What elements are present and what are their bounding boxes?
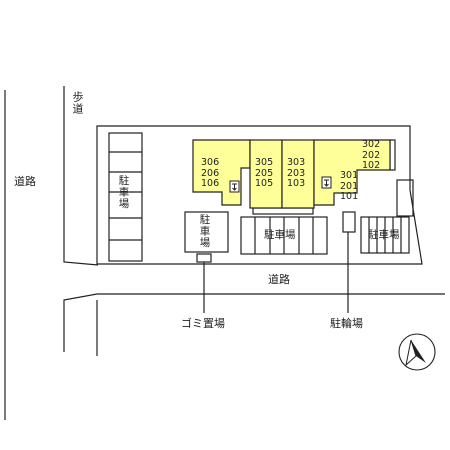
parking-center-label: 駐車場 [264,229,296,241]
north-arrow-icon [398,333,436,371]
parking-west [108,132,143,262]
unit-number: 102 [362,160,381,171]
unit-number: 206 [201,167,220,179]
parking-east-label: 駐車場 [368,229,400,241]
unit-number: 205 [255,167,274,179]
unit-number: 103 [287,178,306,189]
stair-icon [321,176,332,189]
parking-east [360,216,410,254]
garbage-label: ゴミ置場 [181,317,225,330]
unit-number: 202 [362,149,381,161]
balcony-east [389,139,396,171]
unit-list-block-4-lower: 301 201 101 [340,170,359,203]
site-boundary [96,125,423,265]
unit-list-block-2: 305 205 105 [255,157,274,190]
unit-number: 301 [340,170,359,181]
south-road-line [63,293,445,352]
building-block-2 [249,139,283,209]
bicycle-label: 駐輪場 [330,317,363,330]
unit-number: 203 [287,167,306,179]
building-block-4 [313,139,391,206]
unit-list-block-4-upper: 302 202 102 [362,139,381,172]
parking-small-label: 駐車場 [198,214,211,249]
west-road-label: 道路 [14,175,36,188]
sidewalk-label: 歩道 [71,91,84,115]
unit-number: 303 [287,157,306,168]
parking-center [240,216,328,255]
stair-icon [229,180,240,193]
parking-small [184,211,229,253]
unit-list-block-3: 303 203 103 [287,157,306,190]
building-block-3 [281,139,315,209]
unit-list-block-1: 306 206 106 [201,157,220,190]
side-structure [396,179,414,217]
sidewalk-line [63,86,99,266]
unit-number: 101 [340,191,359,202]
parking-west-label: 駐車場 [117,175,130,210]
unit-number: 302 [362,139,381,150]
balcony-front [252,207,314,215]
unit-number: 106 [201,178,220,189]
garbage-area [196,253,212,263]
south-road-label: 道路 [268,273,290,286]
unit-number: 105 [255,178,274,189]
unit-number: 305 [255,157,274,168]
unit-number: 306 [201,157,220,168]
unit-number: 201 [340,180,359,192]
bicycle-parking [342,211,356,233]
